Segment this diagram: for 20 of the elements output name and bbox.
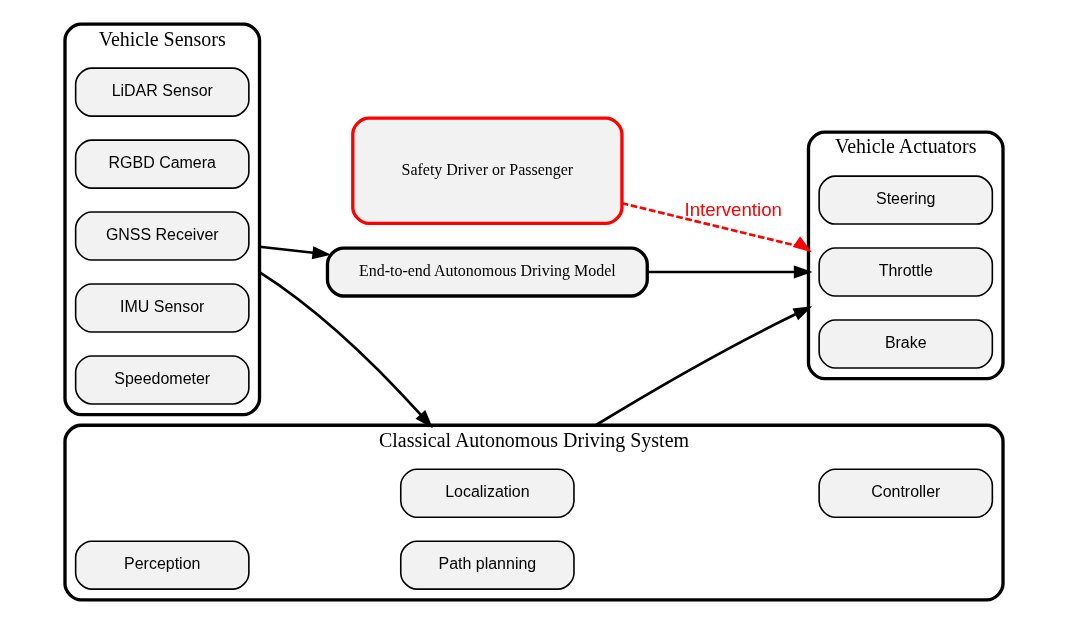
node-box: Controller xyxy=(818,468,994,518)
node-box: Speedometer xyxy=(74,355,250,405)
node-box: Localization xyxy=(399,468,575,518)
node-box: RGBD Camera xyxy=(74,139,250,189)
arrow xyxy=(258,270,433,429)
node-box: GNSS Receiver xyxy=(74,211,250,261)
edge-label: Intervention xyxy=(684,199,782,221)
arrow xyxy=(647,265,813,279)
arrow xyxy=(259,245,332,260)
node-box: LiDAR Sensor xyxy=(74,67,250,117)
node-box: Safety Driver or Passenger xyxy=(351,116,624,226)
node-box: Throttle xyxy=(818,247,994,297)
node-box: Perception xyxy=(74,540,250,590)
node-box: Brake xyxy=(818,319,994,369)
node-box: IMU Sensor xyxy=(74,283,250,333)
node-box: Path planning xyxy=(399,540,575,590)
node-box: Steering xyxy=(818,175,994,225)
node-box: End-to-end Autonomous Driving Model xyxy=(325,246,649,298)
arrow xyxy=(621,201,812,253)
arrow xyxy=(594,306,813,427)
